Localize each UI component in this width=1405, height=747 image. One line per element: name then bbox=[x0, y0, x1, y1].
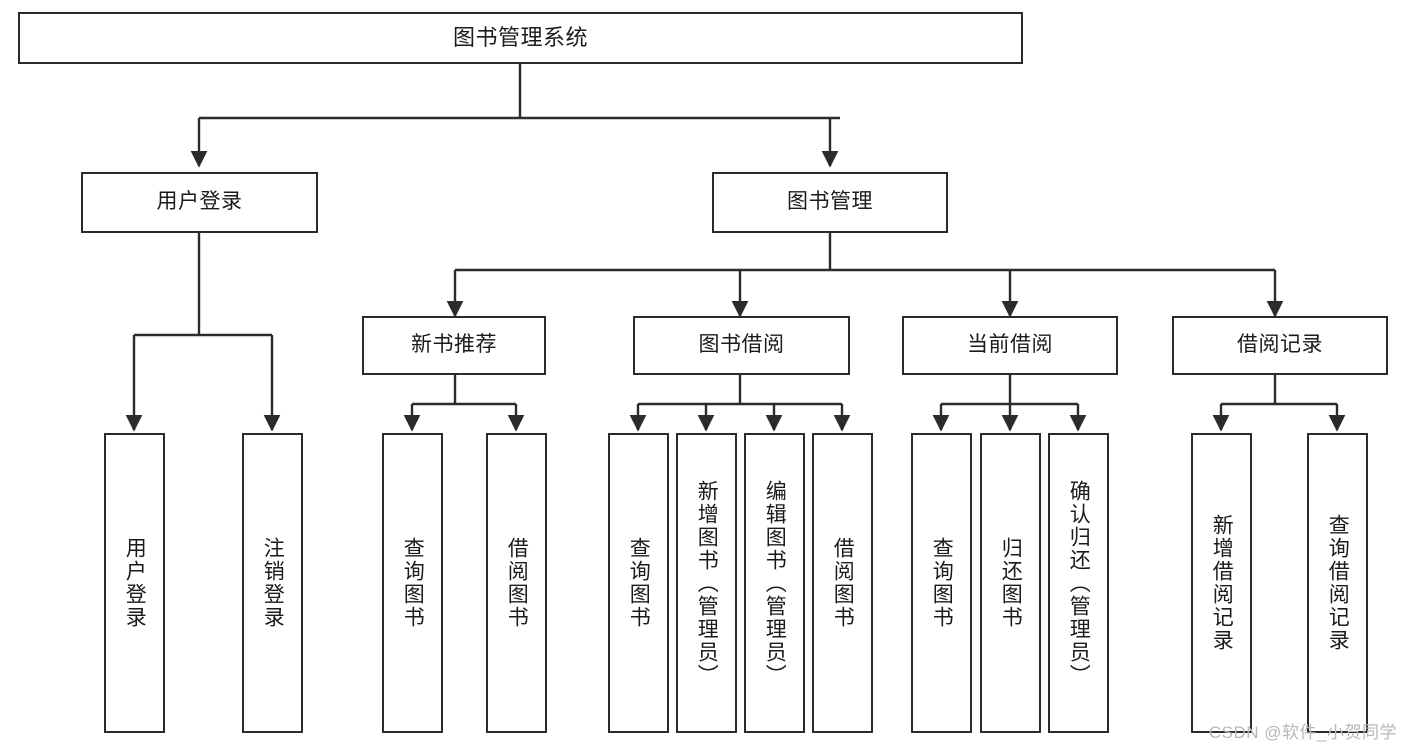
watermark: CSDN @软件_小贺同学 bbox=[1208, 723, 1397, 742]
node-leaf-query-book-cb[interactable]: 查询图书 bbox=[911, 433, 972, 733]
node-leaf-edit-book-admin[interactable]: 编辑图书（管理员） bbox=[744, 433, 805, 733]
node-label: 用户登录 bbox=[123, 537, 147, 629]
node-label: 新增借阅记录 bbox=[1210, 514, 1234, 652]
node-leaf-add-book-admin[interactable]: 新增图书（管理员） bbox=[676, 433, 737, 733]
node-book-management[interactable]: 图书管理 bbox=[712, 172, 948, 233]
node-label: 图书管理系统 bbox=[452, 25, 588, 51]
node-leaf-logout[interactable]: 注销登录 bbox=[242, 433, 303, 733]
node-label: 新增图书（管理员） bbox=[695, 479, 719, 687]
node-leaf-borrow-book-nbr[interactable]: 借阅图书 bbox=[486, 433, 547, 733]
node-leaf-confirm-return-admin[interactable]: 确认归还（管理员） bbox=[1048, 433, 1109, 733]
node-leaf-query-borrow-record[interactable]: 查询借阅记录 bbox=[1307, 433, 1368, 733]
node-label: 查询图书 bbox=[930, 537, 954, 629]
node-label: 查询借阅记录 bbox=[1326, 514, 1350, 652]
node-leaf-return-book[interactable]: 归还图书 bbox=[980, 433, 1041, 733]
node-label: 查询图书 bbox=[401, 537, 425, 629]
node-label: 图书管理 bbox=[787, 190, 873, 214]
node-leaf-add-borrow-record[interactable]: 新增借阅记录 bbox=[1191, 433, 1252, 733]
node-label: 图书借阅 bbox=[698, 333, 785, 357]
node-leaf-borrow-book-bb[interactable]: 借阅图书 bbox=[812, 433, 873, 733]
node-label: 查询图书 bbox=[627, 537, 651, 629]
node-current-borrow[interactable]: 当前借阅 bbox=[902, 316, 1118, 375]
node-label: 注销登录 bbox=[261, 537, 285, 629]
node-user-login[interactable]: 用户登录 bbox=[81, 172, 318, 233]
node-label: 当前借阅 bbox=[967, 333, 1053, 357]
node-leaf-user-login[interactable]: 用户登录 bbox=[104, 433, 165, 733]
node-leaf-query-book-nbr[interactable]: 查询图书 bbox=[382, 433, 443, 733]
node-leaf-query-book-bb[interactable]: 查询图书 bbox=[608, 433, 669, 733]
node-root-book-management-system[interactable]: 图书管理系统 bbox=[18, 12, 1023, 64]
node-new-book-recommendation[interactable]: 新书推荐 bbox=[362, 316, 546, 375]
node-book-borrow[interactable]: 图书借阅 bbox=[633, 316, 850, 375]
node-label: 借阅图书 bbox=[831, 537, 855, 629]
node-label: 借阅记录 bbox=[1237, 333, 1323, 357]
node-borrow-record[interactable]: 借阅记录 bbox=[1172, 316, 1388, 375]
node-label: 借阅图书 bbox=[505, 537, 529, 629]
node-label: 用户登录 bbox=[156, 190, 243, 214]
node-label: 新书推荐 bbox=[411, 333, 497, 357]
node-label: 归还图书 bbox=[999, 537, 1023, 629]
node-label: 编辑图书（管理员） bbox=[763, 479, 787, 687]
node-label: 确认归还（管理员） bbox=[1067, 479, 1091, 687]
